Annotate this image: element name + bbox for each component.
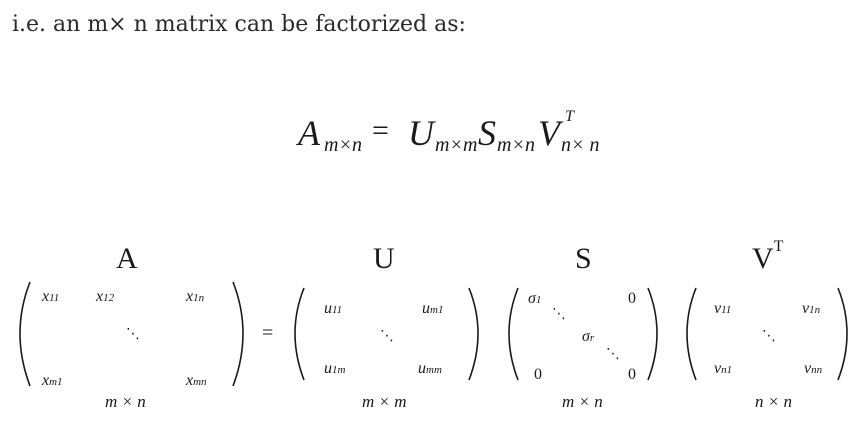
S-left-paren: [508, 287, 519, 381]
V-left-paren: [686, 287, 697, 381]
A-entry-1n: x1n: [186, 288, 205, 305]
svd-equation: A m×n = U m×m S m×n V T n× n: [0, 108, 865, 172]
U-entry-m1: um1: [422, 300, 444, 317]
matrix-equals: =: [262, 322, 274, 344]
S-entry-bottom-right: 0: [628, 366, 636, 383]
U-diagonal-dots: ⋱: [380, 328, 394, 344]
eq-V-sub: n× n: [561, 134, 600, 156]
A-entry-m1: xm1: [42, 372, 63, 389]
A-entry-12: x12: [96, 288, 115, 305]
S-lower-dots: ⋱: [606, 346, 620, 362]
S-entry-sigma1: σ1: [528, 290, 542, 307]
eq-equals: =: [372, 114, 389, 147]
S-upper-dots: ⋱: [552, 306, 566, 322]
eq-S-sub: m×n: [497, 134, 535, 156]
V-right-paren: [837, 287, 848, 381]
S-entry-top-right: 0: [628, 290, 636, 307]
V-entry-11: v11: [714, 300, 732, 317]
U-entry-mm: umm: [418, 360, 442, 377]
A-right-paren: [232, 281, 244, 387]
U-dims: m × m: [362, 392, 407, 411]
U-entry-11: u11: [324, 300, 343, 317]
A-entry-11: x11: [42, 288, 60, 305]
V-entry-n1: vn1: [714, 360, 733, 377]
S-right-paren: [647, 287, 658, 381]
V-entry-1n: v1n: [802, 300, 821, 317]
V-entry-nn: vnn: [804, 360, 823, 377]
S-entry-sigmar: σr: [582, 328, 595, 345]
eq-V: V: [538, 113, 560, 153]
U-left-paren: [294, 287, 305, 381]
A-entry-mn: xmn: [186, 372, 207, 389]
intro-text: i.e. an m× n matrix can be factorized as…: [12, 12, 466, 37]
eq-A: A: [298, 113, 320, 153]
matrix-U-label: U: [373, 242, 395, 275]
matrix-S-label: S: [575, 242, 592, 275]
matrix-A-label: A: [116, 242, 138, 275]
A-dims: m × n: [105, 392, 146, 411]
U-entry-1m: u1m: [324, 360, 346, 377]
U-right-paren: [468, 287, 479, 381]
eq-U-sub: m×m: [435, 134, 478, 156]
matrix-V-label: VT: [752, 238, 784, 275]
S-entry-bottom-left: 0: [534, 366, 542, 383]
eq-U: U: [408, 113, 434, 153]
V-diagonal-dots: ⋱: [762, 328, 776, 344]
V-dims: n × n: [755, 392, 792, 411]
S-dims: m × n: [562, 392, 603, 411]
eq-V-sup: T: [565, 108, 574, 125]
eq-S: S: [478, 113, 496, 153]
A-diagonal-dots: ⋱: [126, 326, 140, 342]
eq-A-sub: m×n: [324, 134, 362, 156]
A-left-paren: [19, 281, 31, 387]
